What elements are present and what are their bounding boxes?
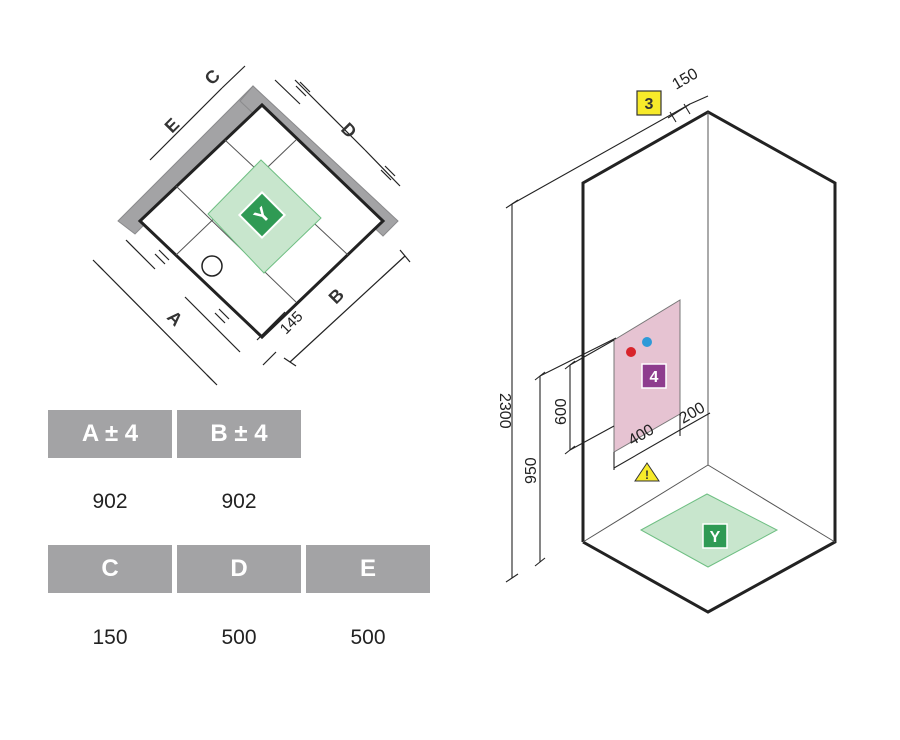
iso-view: Y 4 xyxy=(496,65,837,614)
badge-y-plan xyxy=(237,190,287,240)
badge-3 xyxy=(636,90,662,116)
header-a: A ± 4 xyxy=(48,410,172,458)
value-d: 500 xyxy=(221,626,257,649)
header-e: E xyxy=(306,545,430,593)
badge-4-label: 4 xyxy=(650,369,659,386)
value-b: 902 xyxy=(221,490,257,513)
header-d: D xyxy=(177,545,301,593)
plan-label-b: B xyxy=(325,284,348,307)
cold-valve-icon xyxy=(642,337,652,347)
header-b: B ± 4 xyxy=(177,410,301,458)
value-a: 902 xyxy=(92,490,128,513)
plan-label-c: C xyxy=(201,65,224,88)
badge-y-iso xyxy=(702,523,728,549)
plan-view: Y xyxy=(92,65,411,386)
plan-label-d: D xyxy=(337,119,360,142)
drain-circle xyxy=(201,255,223,277)
plan-label-a: A xyxy=(163,307,186,330)
warning-mark: ! xyxy=(645,468,649,482)
plan-label-e: E xyxy=(161,114,184,137)
iso-dim-150: 150 xyxy=(670,65,702,93)
hot-valve-icon xyxy=(626,347,636,357)
iso-dim-950: 950 xyxy=(523,457,540,484)
iso-dim-600: 600 xyxy=(553,398,570,425)
warning-triangle-icon xyxy=(634,462,660,482)
badge-y-iso-label: Y xyxy=(710,529,721,546)
value-e: 500 xyxy=(350,626,386,649)
badge-4 xyxy=(641,363,667,389)
header-c: C xyxy=(48,545,172,593)
iso-wall-outline xyxy=(581,110,837,614)
value-c: 150 xyxy=(92,626,128,649)
badge-3-label: 3 xyxy=(645,96,654,113)
iso-dim-2300: 2300 xyxy=(496,393,513,429)
